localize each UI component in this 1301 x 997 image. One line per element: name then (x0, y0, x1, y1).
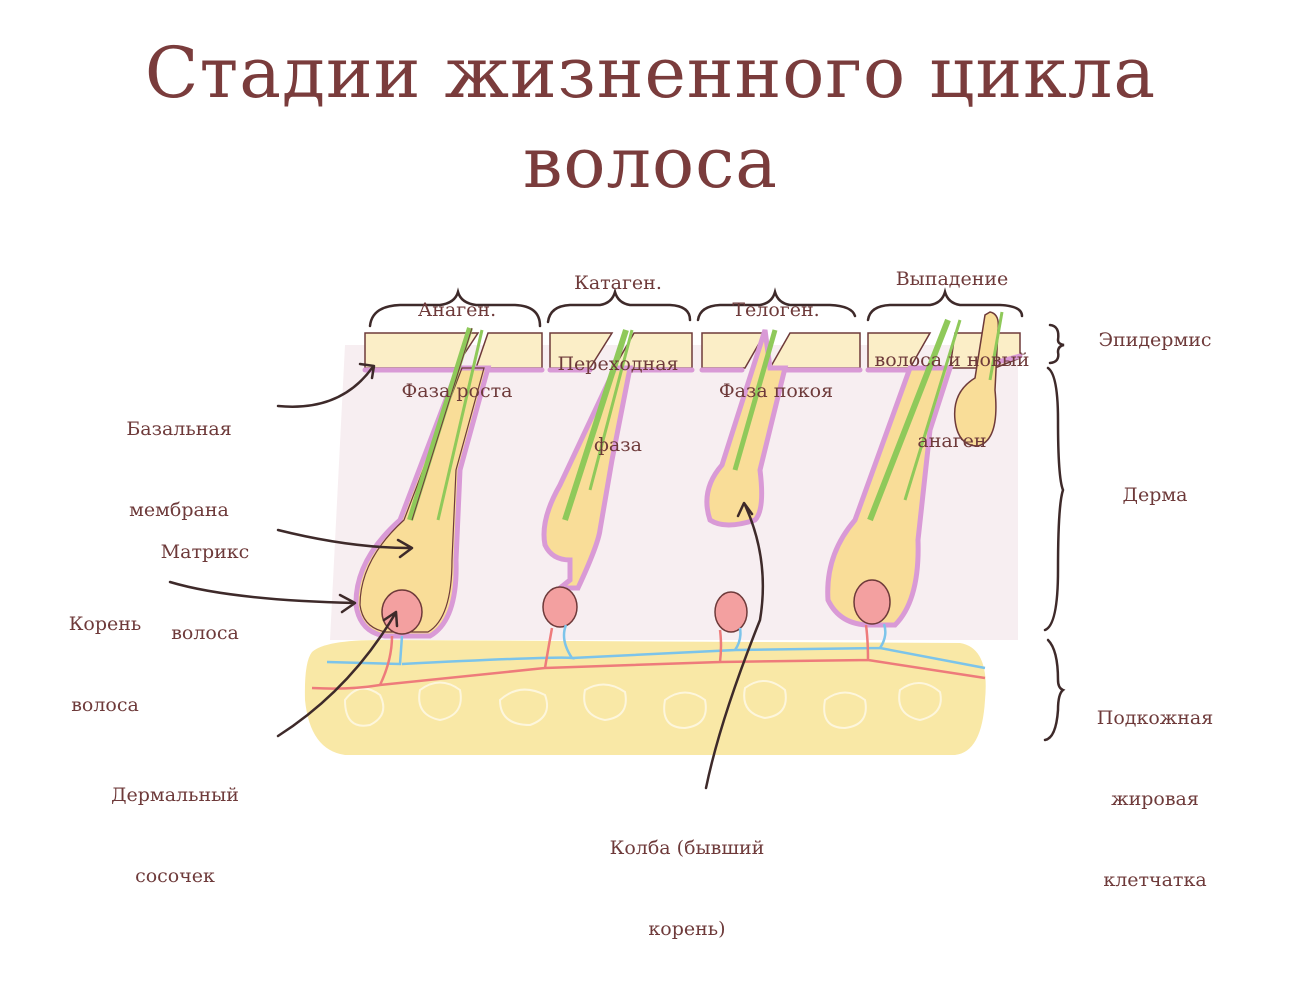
label-arrows (168, 362, 765, 790)
layer-label-dermis: Дерма (1122, 484, 1188, 506)
papilla-new-anagen (853, 579, 891, 625)
hair-cycle-illustration (168, 287, 1066, 790)
artery (311, 624, 986, 690)
arrow-root (168, 580, 357, 614)
epidermis-blocks (364, 332, 1021, 369)
layer-braces (1043, 323, 1066, 742)
stage-brackets (368, 287, 1024, 328)
subcutaneous-fat (304, 640, 986, 755)
stage-label-catagen: Катаген. Переходная фаза (557, 272, 679, 456)
arrow-papilla (276, 610, 399, 738)
arrow-club (704, 501, 765, 790)
diagram-stage: Стадии жизненного цикла волоса (68, 32, 1214, 940)
part-label-club: Колба (бывший корень) (609, 837, 765, 940)
stage-label-telogen: Телоген. Фаза покоя (718, 299, 834, 402)
part-label-papilla: Дермальный сосочек (111, 784, 239, 887)
stage-label-anagen: Анаген. Фаза роста (401, 299, 513, 402)
follicle-new-anagen (825, 311, 1004, 628)
part-label-matrix: Матрикс волоса (160, 541, 250, 644)
layer-label-subcutis: Подкожная жировая клетчатка (1096, 707, 1214, 891)
shedding-hair (953, 311, 1000, 447)
follicle-telogen (704, 329, 789, 633)
blood-vessels (311, 623, 986, 690)
title-line-2: волоса (522, 122, 779, 204)
stage-label-exogen: Выпадение волоса и новый анаген (874, 268, 1030, 452)
arrow-basal-membrane (276, 362, 376, 408)
follicle-anagen (353, 327, 492, 639)
papilla-catagen (542, 586, 578, 628)
part-label-root: Корень волоса (68, 613, 142, 716)
papilla-telogen (714, 591, 748, 633)
follicle-catagen (541, 329, 634, 628)
arrow-matrix (276, 528, 414, 559)
basal-membrane (362, 353, 1023, 373)
vein (326, 623, 986, 670)
papilla-anagen (381, 589, 423, 635)
part-label-basal-membrane: Базальная мембрана (126, 418, 232, 521)
title-line-1: Стадии жизненного цикла (144, 32, 1157, 114)
fat-cells (343, 680, 942, 730)
layer-label-epidermis: Эпидермис (1098, 329, 1212, 351)
